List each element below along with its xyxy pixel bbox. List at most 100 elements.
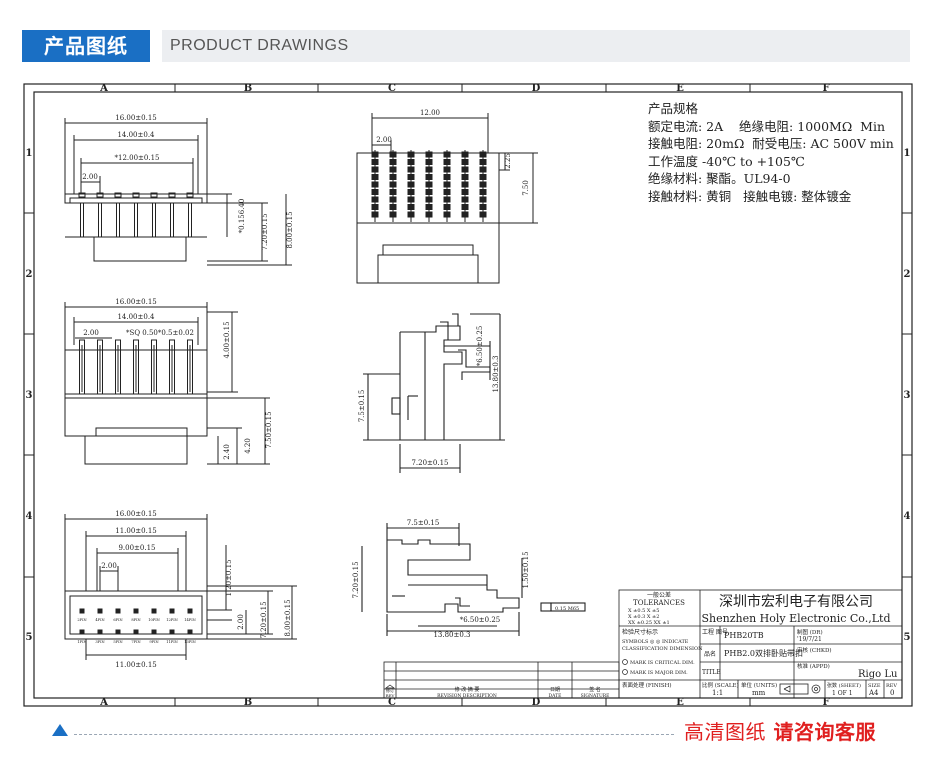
view-top-middle <box>356 113 538 284</box>
col-letter-b-top: B <box>244 83 252 94</box>
spec-line-5: 接触材料: 黄铜 接触电镀: 整体镀金 <box>648 188 852 204</box>
pin-column <box>97 339 103 395</box>
unit-value: mm <box>752 689 766 697</box>
view-front-mid <box>64 302 270 465</box>
pin-label-bottom: 9PIN <box>149 640 158 644</box>
dim-v6-w75: 7.5±0.15 <box>407 519 440 527</box>
triangle-marker-icon <box>52 724 68 736</box>
pad-bottom <box>133 629 139 635</box>
pin-column <box>187 339 193 395</box>
spec-line-2: 接触电阻: 20mΩ 耐受电压: AC 500V min <box>648 136 894 151</box>
pin-column <box>169 339 175 395</box>
rev-sig-cn: 签 名 <box>589 686 601 693</box>
header-title-cn: 产品图纸 <box>22 30 162 62</box>
dim-v4-h75: 7.50 <box>522 180 530 196</box>
pin-column <box>151 339 157 395</box>
dim-v2-h4: 4.00±0.15 <box>223 321 231 358</box>
col-letter-d-bottom: D <box>532 697 541 708</box>
scale-label: 比例 (SCALE) <box>702 681 739 689</box>
col-letter-c-bottom: C <box>388 697 396 708</box>
pad-top <box>79 608 85 614</box>
row-number-3-right: 3 <box>904 390 911 401</box>
dim-v5-w72: 7.20±0.15 <box>411 459 448 467</box>
pad-bottom <box>79 629 85 635</box>
drawn-label: 制图 (DR) <box>797 628 823 636</box>
company-en: Shenzhen Holy Electronic Co.,Ltd <box>701 612 890 625</box>
pin-label-bottom: 7PIN <box>131 640 140 644</box>
pin-head <box>78 192 86 198</box>
pin-leg <box>170 202 174 238</box>
pin-leg <box>134 202 138 238</box>
dim-v1-w16: 16.00±0.15 <box>115 114 157 122</box>
header-title-en: PRODUCT DRAWINGS <box>170 37 349 54</box>
col-letter-f-bottom: F <box>822 697 829 708</box>
pin-column <box>133 339 139 395</box>
chkd-label: 审核 (CHKD) <box>797 646 832 654</box>
row-number-1-left: 1 <box>26 148 33 159</box>
pad-bottom <box>97 629 103 635</box>
sheet-label: 张数 (SHEET) <box>827 682 861 689</box>
dim-v3-wb11: 11.00±0.15 <box>115 661 157 669</box>
pin-label-top: 4PIN <box>95 618 104 622</box>
rev-date-en: DATE <box>549 693 562 699</box>
pin-leg <box>152 202 156 238</box>
row-number-1-right: 1 <box>904 148 911 159</box>
pin-head <box>150 192 158 198</box>
size-label: SIZE <box>868 683 881 689</box>
pad-top <box>169 608 175 614</box>
pin-head <box>114 192 122 198</box>
pad-top <box>133 608 139 614</box>
row-number-4-left: 4 <box>26 511 33 522</box>
pad-bottom <box>151 629 157 635</box>
dim-v6-w138: 13.80±0.3 <box>433 631 470 639</box>
dim-v3-h12: 1.20±0.15 <box>225 559 233 596</box>
footer-text-b: 请咨询客服 <box>773 720 876 744</box>
col-letter-c-top: C <box>388 83 396 94</box>
pin-label-top: 8PIN <box>131 618 140 622</box>
rev-desc-en: REVISION DESCRIPTION <box>437 693 497 699</box>
pin-head <box>186 192 194 198</box>
unit-label: 单位 (UNITS) <box>741 681 777 689</box>
tol-line-3: XX ±0.25 XX ±1 <box>628 620 670 626</box>
dim-v6-h72: 7.20±0.15 <box>352 561 360 598</box>
finish-label: 表面处理 (FINISH) <box>622 681 672 689</box>
dim-v3-h2: 2.00 <box>237 614 245 630</box>
product-name: PHB2.0双排卧贴带扣 <box>724 648 803 658</box>
dim-v5-h75: 7.5±0.15 <box>358 390 366 423</box>
dim-v3-h72: 7.20±0.15 <box>260 601 268 638</box>
pad-top <box>151 608 157 614</box>
dim-v2-p2: 2.00 <box>83 329 99 337</box>
pin-head <box>132 192 140 198</box>
row-number-3-left: 3 <box>26 390 33 401</box>
tol-line-1: X ±0.5 X ±5 <box>628 608 659 614</box>
dim-v3-h8: 8.00±0.15 <box>284 599 292 636</box>
dim-v6-w65: *6.50±0.25 <box>460 616 501 624</box>
dim-v6-note: 0.15 M65 <box>555 606 579 612</box>
row-number-2-left: 2 <box>26 269 33 280</box>
header-bar <box>22 30 910 62</box>
dim-v3-w9: 9.00±0.15 <box>118 544 155 552</box>
tol-title: 一般公差 <box>647 591 671 599</box>
view-side-section <box>363 313 505 473</box>
footer-divider <box>74 734 674 735</box>
delta-triangle-icon <box>384 684 396 689</box>
major-mark-icon <box>622 669 628 675</box>
pin-label-bottom: 3PIN <box>95 640 104 644</box>
pin-label-bottom: 13PIN <box>184 640 196 644</box>
proj-no: PHB20TB <box>724 631 764 640</box>
dim-v5-h138: 13.80±0.3 <box>492 355 500 392</box>
spec-line-1: 额定电流: 2A 绝缘电阻: 1000MΩ Min <box>648 118 886 134</box>
spec-line-3: 工作温度 -40℃ to +105℃ <box>648 153 805 169</box>
tol-en: TOLERANCES <box>633 599 685 607</box>
rev-mark-en: REV <box>386 693 395 698</box>
row-number-5-right: 5 <box>904 632 911 643</box>
col-letter-d-top: D <box>532 83 541 94</box>
pin-leg <box>80 202 84 238</box>
dim-v1-h72: 7.20±0.15 <box>261 213 269 250</box>
footer-contact[interactable]: 高清图纸 请咨询客服 <box>684 716 876 745</box>
tol-line-2: X ±0.3 X ±2 <box>628 614 659 620</box>
pin-leg <box>98 202 102 238</box>
pin-leg <box>116 202 120 238</box>
footer-text-a: 高清图纸 <box>684 720 766 744</box>
